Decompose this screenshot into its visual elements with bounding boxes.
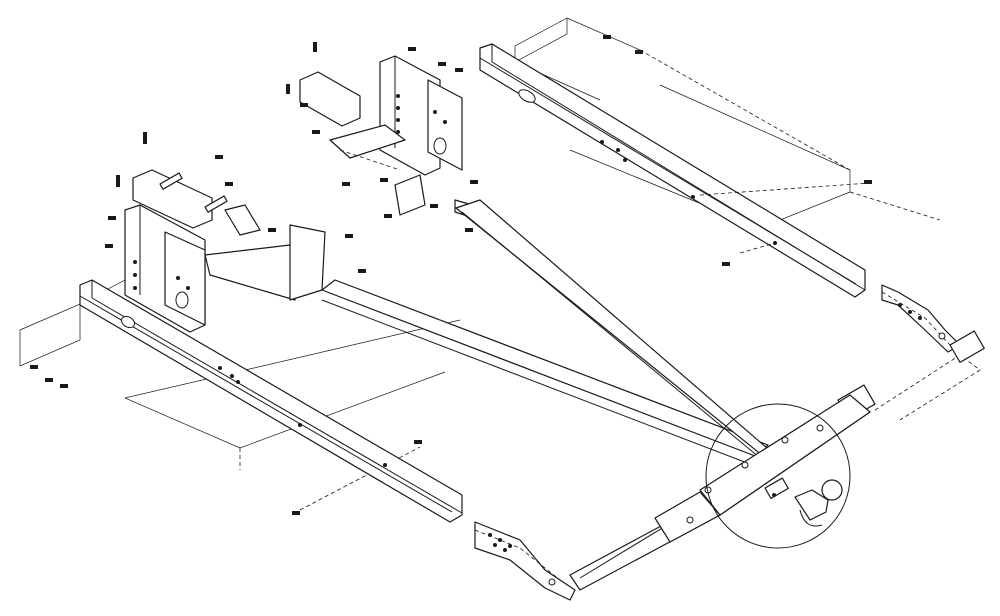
- tow-ball-icon: [821, 479, 843, 501]
- right-side-rail: [479, 43, 871, 298]
- tow-bar-cross-beam: [569, 354, 981, 591]
- left-fasteners: [30, 132, 422, 515]
- left-end-plate: [474, 521, 576, 601]
- right-end-plate: [881, 284, 985, 363]
- left-side-rail: [79, 279, 463, 523]
- diagonal-brace-left: [321, 279, 769, 467]
- upper-fasteners: [286, 35, 872, 273]
- tow-ball-detail-circle: [705, 403, 851, 549]
- rail-slot-hole: [518, 89, 536, 103]
- bolt-icon: [313, 42, 317, 52]
- left-mounting-bracket: [124, 169, 326, 333]
- diagonal-brace-right: [455, 199, 776, 463]
- upper-mounting-bracket: [299, 55, 491, 221]
